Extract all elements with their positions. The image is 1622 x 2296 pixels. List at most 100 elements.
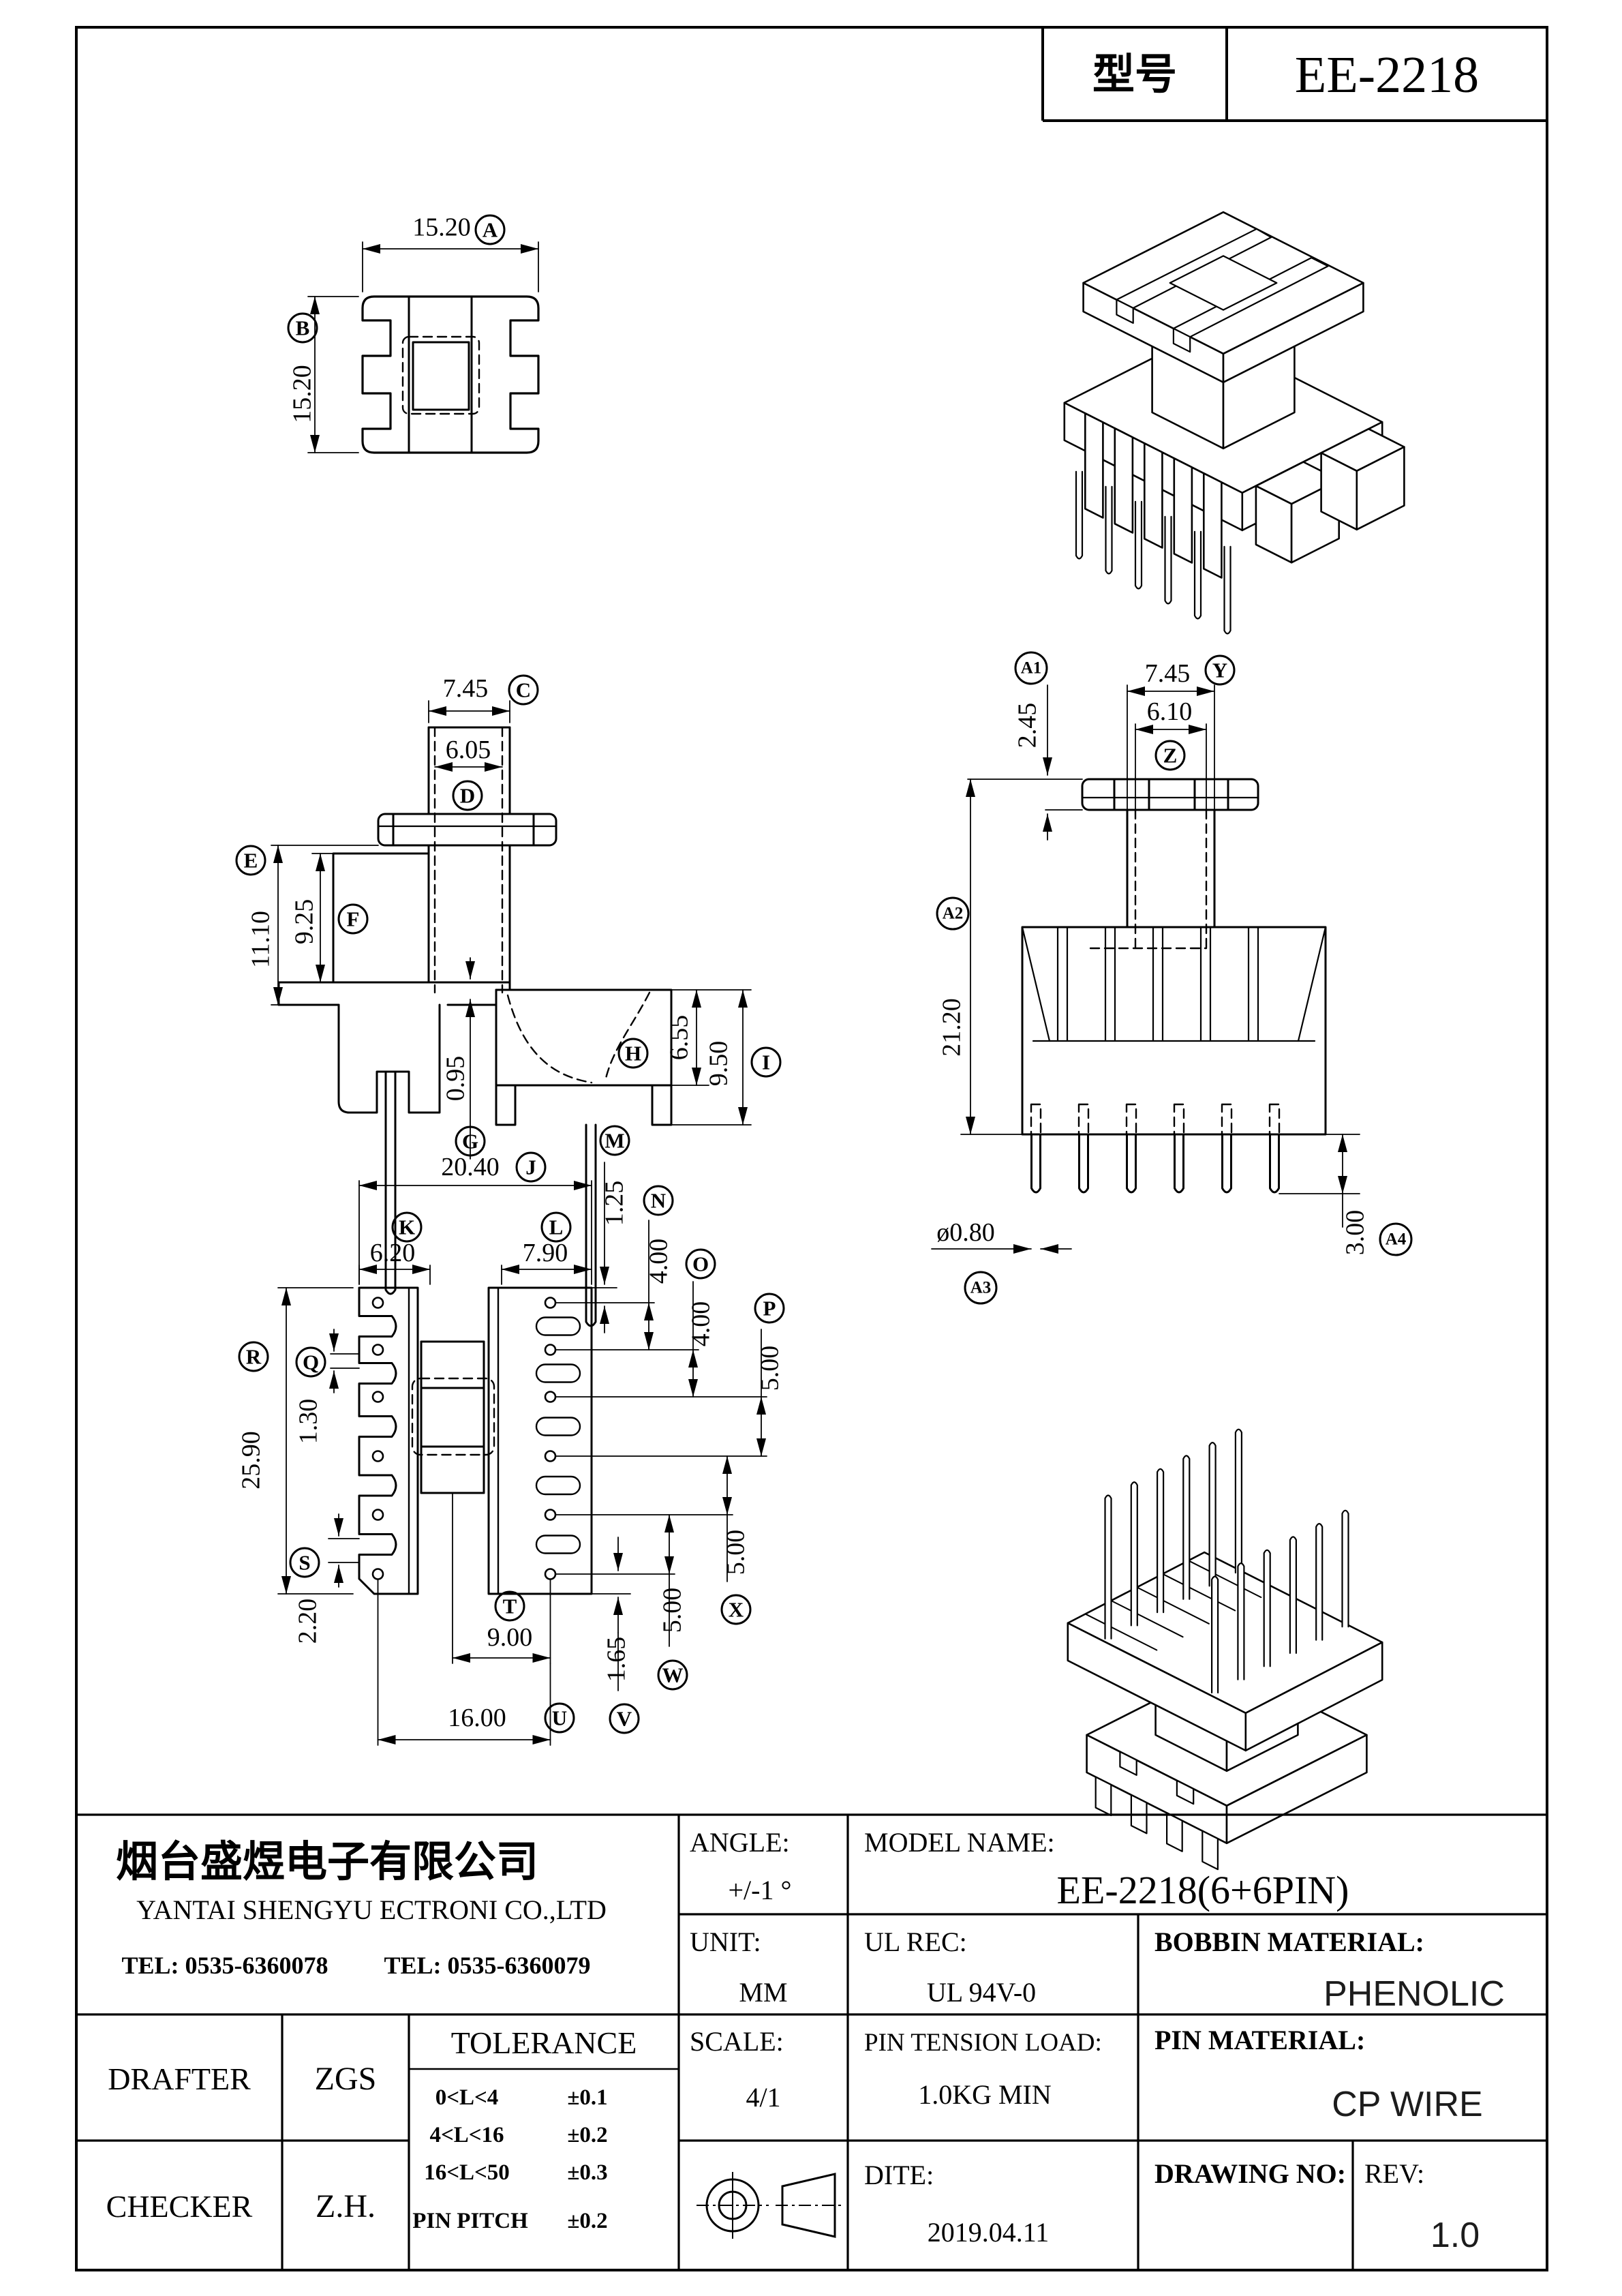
tol-row3-val: ±0.3 (567, 2160, 607, 2185)
dim-A-value: 15.20 (412, 213, 471, 242)
rev-value: 1.0 (1430, 2216, 1480, 2255)
pin-mat-value: CP WIRE (1332, 2085, 1483, 2124)
company-tel1: TEL: 0535-6360078 (121, 1952, 328, 1979)
dim-V-letter: V (617, 1707, 632, 1731)
drawing-no-label: DRAWING NO: (1154, 2158, 1346, 2189)
dim-L-letter: L (549, 1215, 564, 1239)
dim-M-value: 1.25 (600, 1181, 629, 1226)
front-view (235, 674, 782, 1327)
dim-R-letter: R (246, 1345, 262, 1369)
pin-mat-label: PIN MATERIAL: (1154, 2025, 1365, 2055)
dim-X-letter: X (729, 1598, 744, 1622)
unit-value: MM (739, 1977, 787, 2008)
bobbin-label: BOBBIN MATERIAL: (1154, 1927, 1424, 1957)
dim-F-value: 9.25 (290, 899, 319, 945)
projection-symbol (697, 2172, 844, 2239)
dim-Y-letter: Y (1212, 659, 1227, 682)
dim-A1-value: 2.45 (1013, 703, 1042, 749)
side-view (931, 651, 1413, 1305)
dim-E-letter: E (244, 849, 258, 873)
tol-row1-val: ±0.1 (567, 2085, 607, 2110)
dim-J-value: 20.40 (441, 1153, 500, 1181)
dim-W-letter: W (662, 1663, 684, 1687)
ul-value: UL 94V-0 (927, 1977, 1036, 2008)
dim-D-letter: D (460, 784, 475, 808)
tol-row4-val: ±0.2 (567, 2209, 607, 2233)
bobbin-value: PHENOLIC (1323, 1974, 1505, 2014)
dim-A1-letter: A1 (1021, 659, 1042, 678)
dim-A3-letter: A3 (970, 1279, 992, 1297)
title-block-text: 烟台盛煜电子有限公司 YANTAI SHENGYU ECTRONI CO.,LT… (106, 1827, 1505, 2255)
scale-label: SCALE: (690, 2026, 784, 2057)
dim-I-letter: I (762, 1051, 770, 1074)
dim-Y-value: 7.45 (1145, 659, 1191, 688)
company-name-en: YANTAI SHENGYU ECTRONI CO.,LTD (136, 1894, 607, 1925)
dim-A2-value: 21.20 (938, 998, 966, 1057)
dim-N-value: 4.00 (645, 1239, 673, 1284)
angle-value: +/-1 ° (729, 1875, 792, 1905)
dim-U-value: 16.00 (448, 1704, 506, 1732)
dim-M-letter: M (605, 1129, 624, 1153)
tol-row2-val: ±0.2 (567, 2123, 607, 2147)
dim-T-letter: T (503, 1595, 517, 1618)
dim-G-value: 0.95 (442, 1056, 470, 1102)
pin-load-label: PIN TENSION LOAD: (864, 2029, 1102, 2057)
tol-row3-range: 16<L<50 (424, 2160, 510, 2185)
dim-Q-letter: Q (303, 1350, 319, 1374)
tol-row4-range: PIN PITCH (412, 2209, 528, 2233)
scale-value: 4/1 (746, 2082, 780, 2113)
side-view-text: 7.45 Y 6.10 Z 2.45 A1 21.20 A2 ø0.80 A3 … (936, 659, 1407, 1297)
model-name-value: EE-2218(6+6PIN) (1057, 1868, 1349, 1912)
dim-V-value: 1.65 (602, 1637, 631, 1682)
dim-Z-letter: Z (1163, 744, 1178, 768)
dim-F-letter: F (347, 907, 360, 931)
dim-H-letter: H (625, 1042, 641, 1066)
dim-O-value: 4.00 (687, 1301, 716, 1347)
dim-A4-letter: A4 (1386, 1230, 1407, 1249)
top-view-text: 15.20 A 15.20 B (288, 213, 498, 423)
dim-H-value: 6.55 (665, 1015, 694, 1061)
date-value: 2019.04.11 (928, 2217, 1050, 2248)
dim-K-value: 6.20 (370, 1239, 416, 1267)
dim-A-letter: A (483, 218, 498, 242)
dim-P-letter: P (763, 1297, 776, 1320)
iso-view-lower (1067, 1428, 1383, 1871)
dim-R-value: 25.90 (237, 1431, 266, 1490)
dim-Q-value: 1.30 (294, 1399, 323, 1445)
dim-U-letter: U (552, 1706, 567, 1730)
dim-C-letter: C (516, 678, 531, 702)
tolerance-title: TOLERANCE (451, 2025, 637, 2060)
top-view (287, 214, 540, 454)
dim-K-letter: K (399, 1215, 415, 1239)
dim-E-value: 11.10 (247, 911, 275, 968)
model-value: EE-2218 (1295, 46, 1479, 104)
dim-J-letter: J (525, 1155, 536, 1179)
bottom-view-text: 20.40 J 6.20 K 7.90 L 25.90 R 1.30 Q 2.2… (237, 1129, 784, 1733)
title-block-lines (76, 1813, 1547, 2270)
dim-S-letter: S (299, 1551, 310, 1575)
tol-row2-range: 4<L<16 (429, 2123, 504, 2147)
dim-G-letter: G (462, 1130, 478, 1153)
dim-I-value: 9.50 (705, 1041, 733, 1087)
dim-X-value: 5.00 (722, 1530, 750, 1575)
company-tel2: TEL: 0535-6360079 (384, 1952, 590, 1979)
rev-label: REV: (1364, 2158, 1424, 2189)
bottom-view (238, 1125, 785, 1746)
drafter-label: DRAFTER (108, 2061, 251, 2096)
dim-A4-value: 3.00 (1341, 1210, 1370, 1256)
pin-load-value: 1.0KG MIN (918, 2079, 1052, 2110)
dim-C-value: 7.45 (443, 674, 489, 703)
dim-B-letter: B (296, 316, 310, 340)
dim-D-value: 6.05 (446, 736, 491, 764)
model-label: 型号 (1092, 51, 1177, 98)
dim-L-value: 7.90 (523, 1239, 568, 1267)
company-name-cn: 烟台盛煜电子有限公司 (116, 1839, 538, 1886)
dim-O-letter: O (692, 1252, 709, 1276)
checker-value: Z.H. (316, 2188, 376, 2224)
dim-B-value: 15.20 (288, 365, 317, 423)
dim-P-value: 5.00 (756, 1346, 784, 1391)
dim-T-value: 9.00 (487, 1623, 533, 1652)
iso-view-upper (1063, 211, 1405, 635)
